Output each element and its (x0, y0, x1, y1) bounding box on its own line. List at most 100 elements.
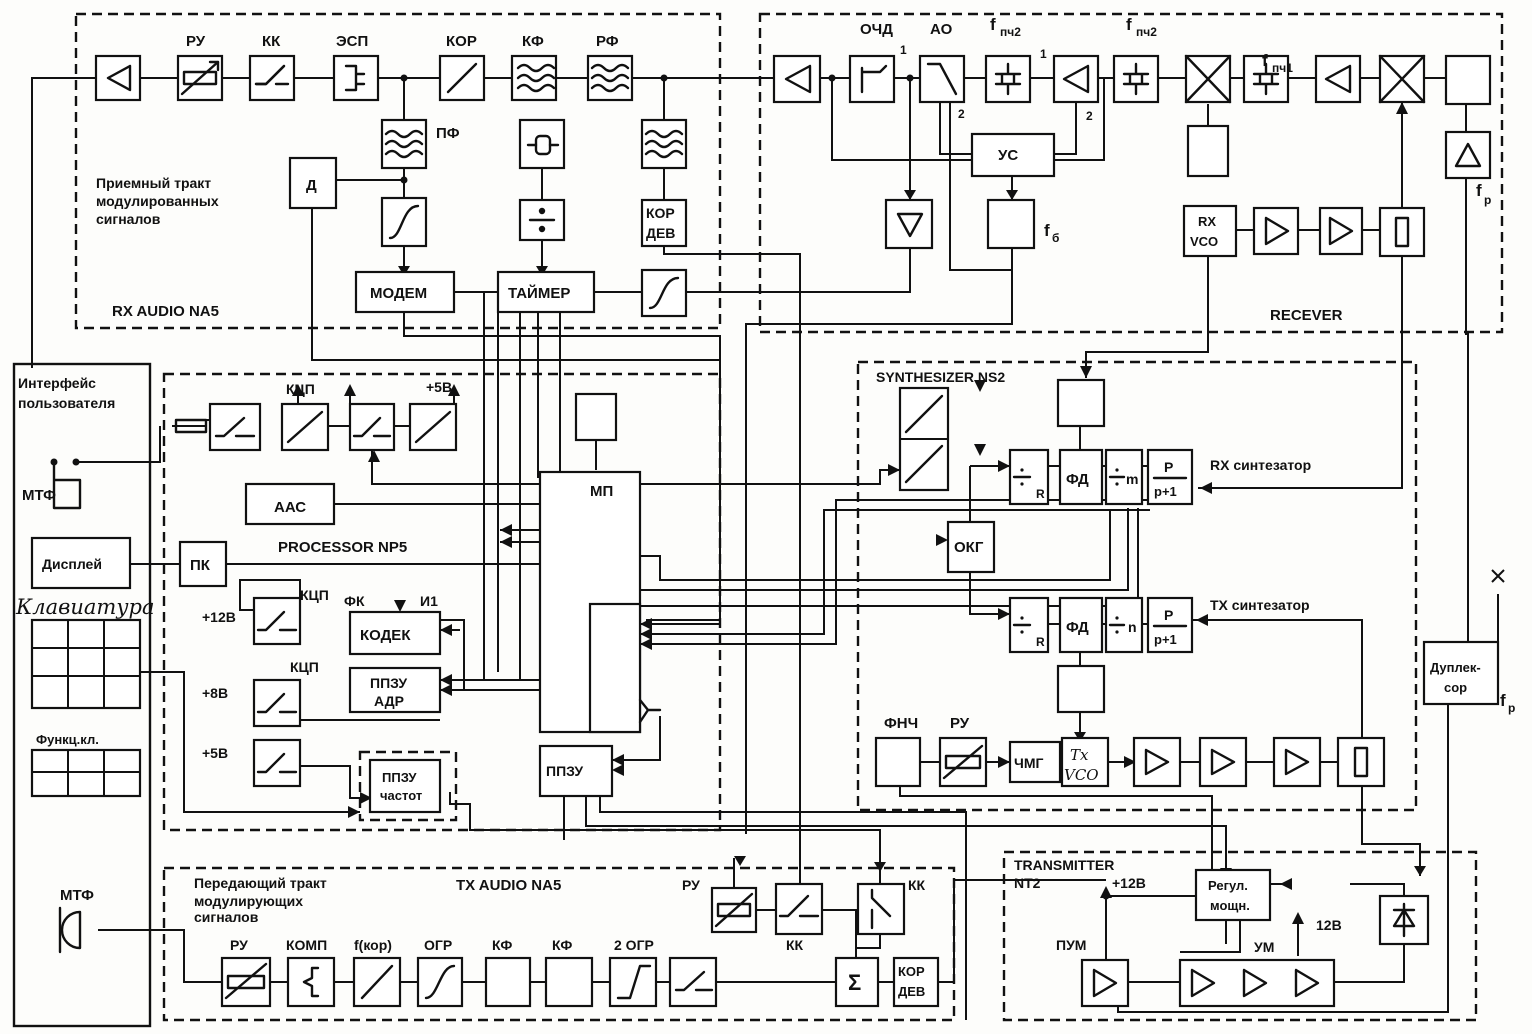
fb-filter-block (986, 198, 1036, 250)
tx-synth-label: TX синтезатор (1210, 597, 1310, 613)
transmitter-title-2: NT2 (1014, 875, 1041, 891)
resistor-icon (1353, 746, 1369, 778)
synthesizer-frame (856, 360, 1418, 812)
ppzu-chastot-label-1: ППЗУ (382, 770, 417, 785)
crystal-icons (526, 134, 1224, 424)
keyboard-label: Клавиатура (15, 595, 154, 619)
tx-audio-blocks (220, 882, 940, 1008)
switch-icon (256, 610, 298, 632)
fnch-block (874, 736, 922, 788)
connector-icon (638, 698, 662, 724)
diode-icon (1392, 902, 1416, 938)
mtf-label: МТФ (22, 487, 56, 504)
rx-audio-desc-1: Приемный тракт (96, 175, 211, 191)
receiver-labels: ОЧД АО f пч2 f пч2 f пч1 1 1 2 2 УС f б … (860, 15, 1491, 249)
rx-fd-label: ФД (1066, 471, 1089, 488)
switch-12v (252, 596, 302, 646)
amplifier-right-icon (1190, 968, 1216, 998)
rx-fd-block (1058, 448, 1104, 506)
tx-audio-desc-3: сигналов (194, 909, 259, 925)
amplifier-right-icon (1210, 748, 1236, 776)
proc-crystal (574, 392, 618, 442)
rx-synth-label: RX синтезатор (1210, 457, 1311, 473)
um-label: УМ (1254, 939, 1274, 955)
switch-icon (674, 970, 714, 992)
rx-kor-dev-label-1: КОР (646, 205, 675, 221)
rf-amp-block (1444, 130, 1492, 180)
duplexer-label-2: сор (1444, 680, 1467, 695)
switch-icon (256, 692, 298, 714)
if1-amplifier-block (1314, 54, 1362, 104)
fpch2-sub-b: пч2 (1136, 25, 1157, 39)
section-labels: RX AUDIO NA5 Приемный тракт модулированн… (18, 175, 1343, 925)
switch-5v (252, 738, 302, 788)
ppzu-adr-label-1: ППЗУ (370, 675, 407, 691)
transmitter-title-1: TRANSMITTER (1014, 857, 1114, 873)
pk-block (178, 540, 228, 588)
amplifier-left-icon (1324, 64, 1352, 94)
function-keys-grid (30, 748, 142, 798)
tx-ru-label: РУ (230, 937, 248, 953)
tx-kor-dev-block (892, 956, 940, 1008)
mixer-icon (1184, 54, 1232, 104)
rx-kor-dev-label-2: ДЕВ (646, 225, 675, 241)
rx-div-m-label: m (1126, 471, 1138, 487)
piezo-filter-icons (994, 62, 1280, 96)
resistor-icon (1394, 216, 1410, 248)
processor-blocks (174, 392, 662, 814)
pum-block (1080, 958, 1130, 1008)
ppzu-label: ППЗУ (546, 763, 583, 779)
receiver-blocks (772, 54, 1492, 258)
tx-amp1 (1132, 736, 1182, 788)
ochd-label: ОЧД (860, 21, 893, 38)
aac-block (244, 482, 336, 526)
correction-icon (446, 62, 478, 94)
wires (31, 77, 1505, 1020)
fpch1-sub: пч1 (1272, 61, 1293, 75)
amplifier-right-icon (1144, 748, 1170, 776)
limiter2-icon (648, 276, 680, 310)
rx-audio-blocks (94, 54, 688, 318)
tx-ogr2-label: 2 ОГР (614, 937, 654, 953)
rx-d-block (288, 156, 338, 210)
triangle-down-icon (896, 212, 924, 238)
variable-resistor-icon (180, 60, 220, 96)
ppzu-block (538, 744, 614, 798)
kcp-label-2: КЦП (300, 587, 329, 603)
ao-block (918, 54, 966, 104)
tx-amp2 (1198, 736, 1248, 788)
ochd-block (848, 54, 896, 104)
tx-komp-block (286, 956, 336, 1008)
sum-block (834, 956, 880, 1008)
func-keys-label: Функц.кл. (36, 732, 99, 747)
amplifier-left-icon (1062, 64, 1090, 94)
rf-filter-block (1444, 54, 1492, 106)
ppzu-chastot-frame (358, 750, 458, 822)
tx-loop-filter-block (1056, 664, 1106, 714)
switch-icon (214, 416, 256, 438)
fr-tx-sub: р (1508, 701, 1515, 715)
correction-icon (360, 964, 394, 1000)
tx-p-label: P (1164, 607, 1173, 623)
keyboard-grid (30, 618, 142, 710)
rx-ru-label: РУ (186, 33, 206, 50)
fpch2-sub-a: пч2 (1000, 25, 1021, 39)
rx-input-amplifier (94, 54, 142, 102)
synthesizer-labels: RX синтезатор TX синтезатор R ФД m P p+1… (884, 457, 1311, 784)
tx-audio-title: TX AUDIO NA5 (456, 877, 561, 894)
tx-vco-label-2: VCO (1064, 766, 1099, 784)
switch-icon (352, 416, 392, 438)
regul-label-1: Регул. (1208, 878, 1248, 893)
pum-label: ПУМ (1056, 937, 1086, 953)
pk-label: ПК (190, 557, 211, 574)
modem-block (354, 270, 456, 314)
rx-pf-label: ПФ (436, 125, 460, 142)
timer-block (496, 270, 596, 314)
tx-kf1-label: КФ (492, 937, 512, 953)
user-interface-blocks (30, 459, 142, 954)
divide-icon (528, 207, 556, 233)
receiver-title: RECEVER (1270, 307, 1343, 324)
rx-d-label: Д (306, 177, 317, 194)
tx-audio-labels: РУ КОМП f(кор) ОГР КФ КФ 2 ОГР РУ КК КК … (230, 877, 926, 999)
ao-label: АО (930, 21, 953, 38)
